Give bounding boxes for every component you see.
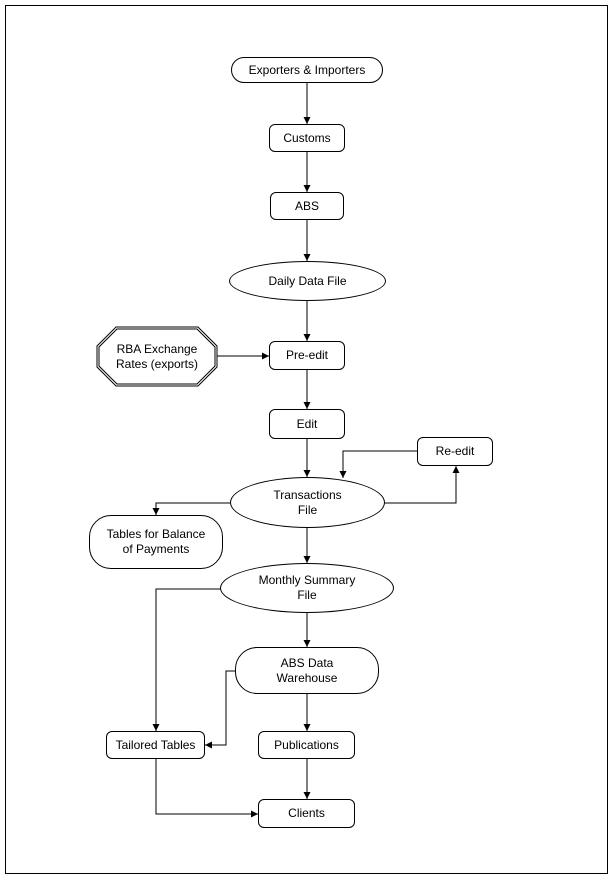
node-label: Monthly Summary File — [258, 573, 356, 602]
edge-transactions-reedit — [384, 466, 460, 504]
diagram-frame — [5, 5, 608, 874]
node-label: Daily Data File — [268, 273, 347, 288]
edge-warehouse-tailored — [205, 670, 235, 749]
node-label: Clients — [288, 806, 325, 820]
node-tables-balance-of-payments: Tables for Balance of Payments — [89, 515, 223, 569]
node-label: Customs — [283, 130, 331, 145]
edge-monthly-tailored — [152, 588, 221, 731]
node-customs: Customs — [269, 124, 345, 152]
node-label: Pre-edit — [285, 348, 329, 362]
node-re-edit: Re-edit — [417, 437, 493, 466]
node-clients: Clients — [258, 799, 355, 828]
node-abs-data-warehouse: ABS Data Warehouse — [235, 647, 379, 694]
node-label: Tables for Balance of Payments — [106, 527, 206, 556]
node-transactions-file: Transactions File — [230, 477, 385, 528]
node-monthly-summary-file: Monthly Summary File — [220, 563, 394, 613]
edge-transactions-tables — [152, 502, 230, 515]
node-publications: Publications — [258, 731, 355, 759]
node-edit: Edit — [269, 409, 345, 439]
edge-tailored-clients — [155, 759, 258, 818]
rba-octagon-shape — [96, 326, 218, 387]
node-label: RBA Exchange Rates (exports) — [115, 341, 199, 371]
edge-reedit-transactions — [339, 450, 417, 478]
node-label: Edit — [296, 416, 318, 431]
node-rba-exchange-rates: RBA Exchange Rates (exports) — [96, 326, 218, 387]
node-label: Tailored Tables — [115, 737, 196, 752]
node-tailored-tables: Tailored Tables — [106, 731, 205, 759]
node-label: Exporters & Importers — [248, 62, 366, 77]
node-label: ABS Data Warehouse — [276, 655, 338, 685]
node-label: Transactions File — [273, 487, 342, 517]
node-abs: ABS — [270, 192, 344, 220]
node-label: Publications — [274, 737, 339, 752]
node-label: Re-edit — [435, 444, 475, 458]
node-exporters-importers: Exporters & Importers — [231, 57, 383, 83]
node-label: ABS — [294, 198, 319, 213]
node-daily-data-file: Daily Data File — [229, 261, 386, 301]
node-pre-edit: Pre-edit — [269, 341, 345, 370]
